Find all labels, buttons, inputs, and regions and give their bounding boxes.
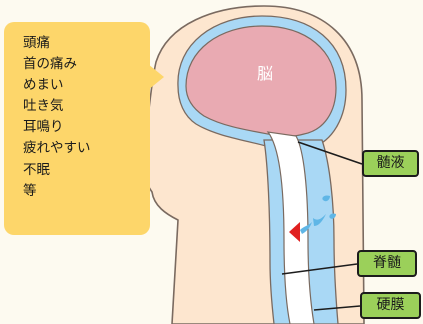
spinal-cord-label: 脊髄 xyxy=(357,250,417,277)
symptom-item: 首の痛み xyxy=(23,56,77,73)
symptom-item: 吐き気 xyxy=(23,98,64,115)
symptom-item: 不眠 xyxy=(23,161,50,178)
spinal-cord-leader-line xyxy=(281,263,358,275)
symptom-item: 耳鳴り xyxy=(23,119,64,136)
symptom-item: 等 xyxy=(23,182,37,199)
symptom-item: 頭痛 xyxy=(23,35,50,51)
dura-leader-line xyxy=(313,305,361,311)
brain-label: 脳 xyxy=(256,64,273,83)
symptom-callout: 頭痛 首の痛み めまい 吐き気 耳鳴り 疲れやすい 不眠 等 xyxy=(4,22,150,235)
symptom-item: めまい xyxy=(23,77,64,94)
dura-label: 硬膜 xyxy=(360,292,421,319)
csf-leader-line xyxy=(297,141,363,165)
csf-label: 髄液 xyxy=(362,150,419,177)
spinal-cord xyxy=(266,131,315,324)
symptom-callout-pointer xyxy=(148,64,164,90)
leak-arrow-icon xyxy=(289,222,300,242)
symptom-item: 疲れやすい xyxy=(23,140,91,157)
leak-drops-icon xyxy=(300,195,336,234)
brain xyxy=(185,25,337,137)
